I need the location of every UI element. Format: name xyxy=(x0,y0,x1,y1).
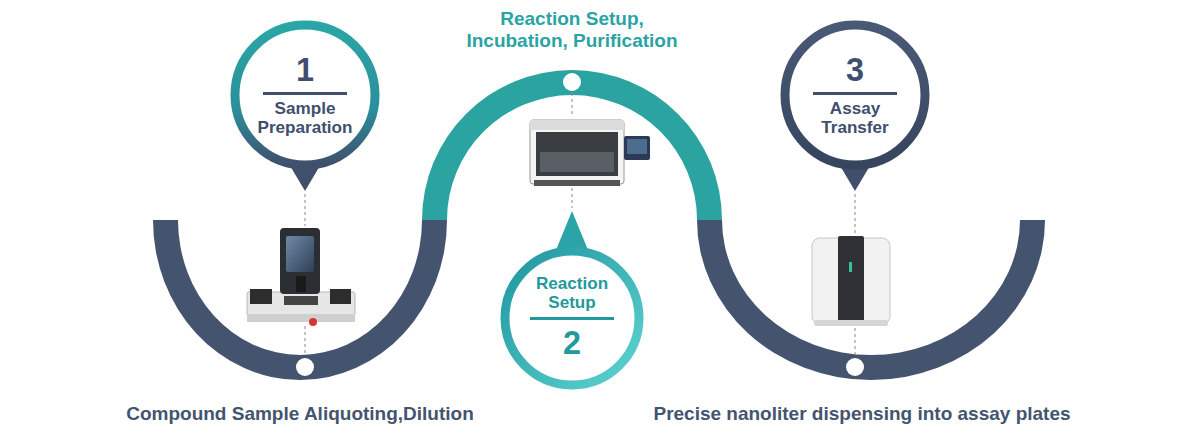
device-monitor xyxy=(627,139,647,154)
leader-line xyxy=(572,188,573,208)
device-tower xyxy=(280,228,320,294)
circle-content: 3Assay Transfer xyxy=(780,20,930,170)
liquid-handler-icon xyxy=(247,228,355,326)
status-light xyxy=(309,318,317,326)
band-dot xyxy=(563,73,581,91)
dispenser-icon xyxy=(812,236,890,326)
device-screen xyxy=(286,236,314,272)
base-strip xyxy=(247,314,355,322)
circle-ring xyxy=(505,251,639,385)
right-band xyxy=(697,220,1045,380)
divider-line xyxy=(530,317,614,320)
middle-band xyxy=(422,70,722,220)
step-circle: 3Assay Transfer xyxy=(780,20,930,170)
circle-content: Reaction Setup 2 xyxy=(500,246,644,390)
device-monitor xyxy=(624,136,650,160)
step-circle: 1Sample Preparation xyxy=(230,20,380,170)
leader-line xyxy=(305,326,306,356)
workstation-icon xyxy=(530,120,650,186)
cabinet-strip xyxy=(838,236,864,326)
band-dot xyxy=(846,358,864,376)
leader-line xyxy=(855,194,856,234)
status-light xyxy=(849,262,852,272)
step-title: Sample Preparation xyxy=(245,100,365,138)
stage-caption: Compound Sample Aliquoting,Dilution xyxy=(126,403,474,425)
step-title: Reaction Setup xyxy=(515,275,629,313)
pointer xyxy=(556,211,588,250)
device-window xyxy=(536,132,618,176)
circle-ring xyxy=(785,25,925,165)
left-band xyxy=(153,220,447,380)
circle-content: 1Sample Preparation xyxy=(230,20,380,170)
device-arm xyxy=(296,276,306,292)
leader-line xyxy=(305,194,306,226)
divider-line xyxy=(263,92,347,95)
divider-line xyxy=(813,92,897,95)
step-number: 1 xyxy=(296,52,314,88)
stage-title: Reaction Setup, Incubation, Purification xyxy=(447,8,697,52)
stage-caption: Precise nanoliter dispensing into assay … xyxy=(653,403,1070,425)
circle-ring xyxy=(235,25,375,165)
cabinet-base xyxy=(814,320,888,326)
plate-block xyxy=(284,296,318,305)
band-dot xyxy=(296,73,864,376)
leader-line xyxy=(855,328,856,356)
step-number: 2 xyxy=(563,325,581,361)
plate-block xyxy=(330,289,351,304)
step-title: Assay Transfer xyxy=(795,100,915,138)
leader-line xyxy=(572,93,573,117)
step-circle: Reaction Setup 2 xyxy=(500,246,644,390)
device-body xyxy=(530,120,624,184)
device-base xyxy=(534,180,620,186)
step-number: 3 xyxy=(846,52,864,88)
plate-block xyxy=(250,289,272,304)
device-top xyxy=(530,120,624,130)
leader-line xyxy=(305,93,855,356)
band-dot xyxy=(296,358,314,376)
device-deck xyxy=(540,152,614,172)
